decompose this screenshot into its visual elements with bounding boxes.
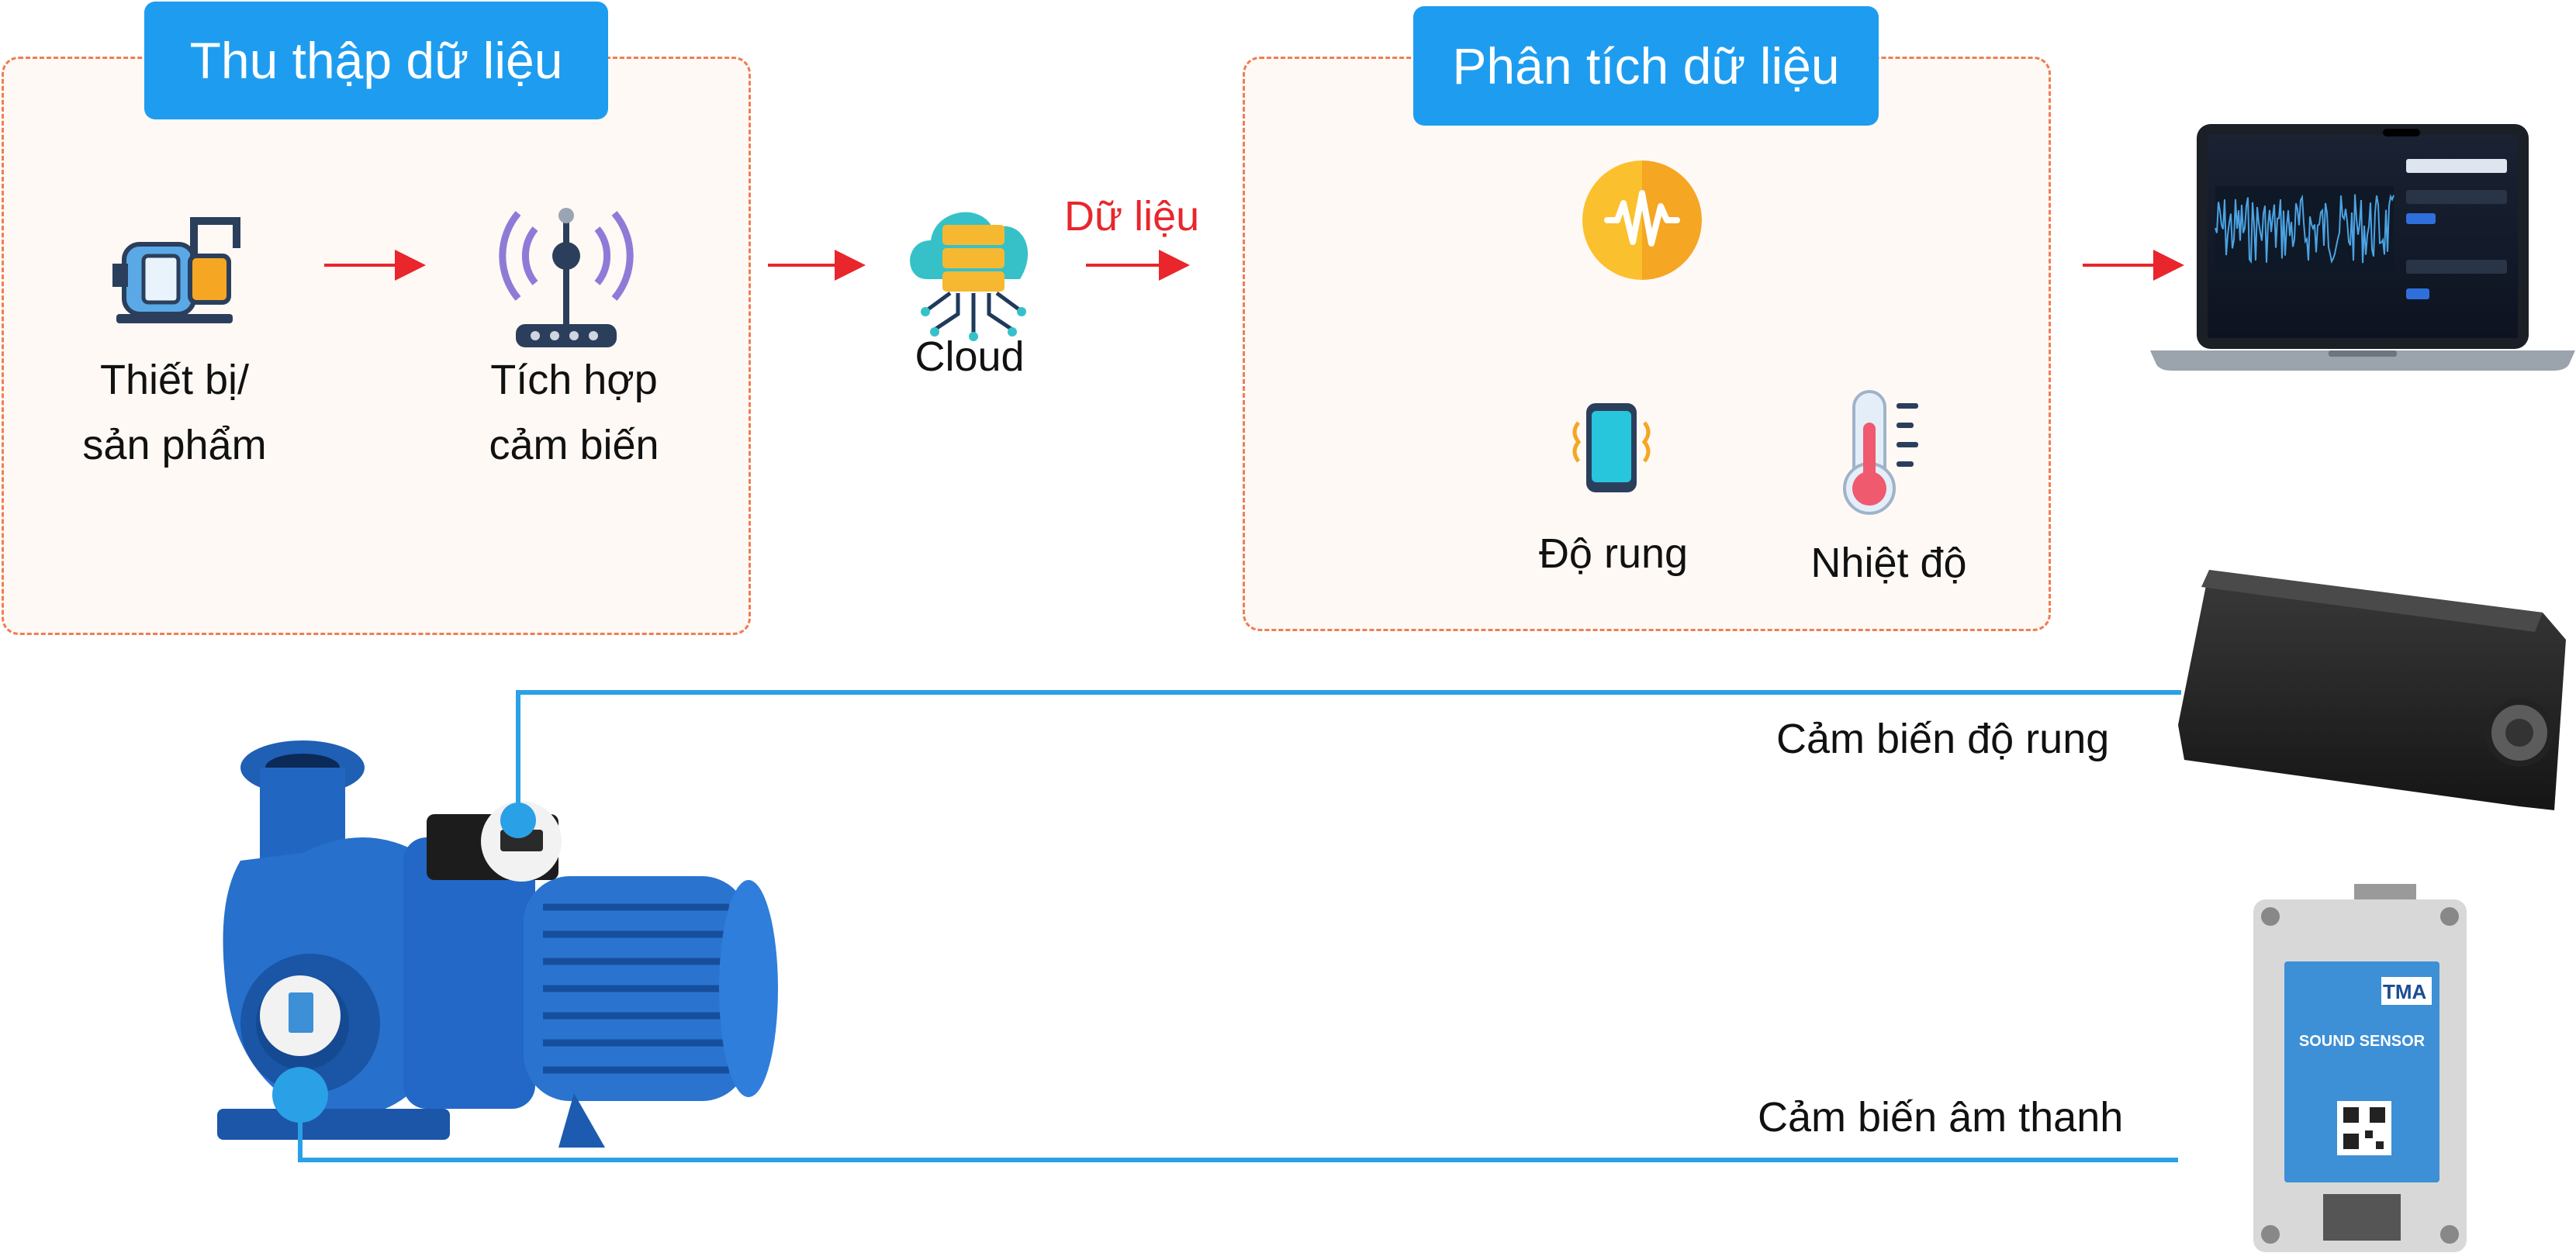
sound-wave-icon — [1582, 161, 1702, 280]
vibration-sensor-box — [2178, 570, 2566, 810]
sound-connector-dot — [272, 1067, 328, 1123]
data-flow-label: Dữ liệu — [1064, 193, 1200, 240]
sound-sensor-device-label: SOUND SENSOR — [2298, 1033, 2426, 1050]
sound-sensor-brand: TMA — [2383, 980, 2427, 1003]
sound-sensor-box — [2253, 884, 2467, 1252]
device-label: Thiết bị/ sản phẩm — [47, 347, 303, 478]
device-label-line1: Thiết bị/ — [99, 357, 250, 403]
cloud-label: Cloud — [915, 333, 1025, 380]
laptop-chart-waveform — [2215, 186, 2394, 271]
pump-icon — [112, 217, 240, 323]
analysis-panel — [1243, 57, 2051, 631]
sensor-integration-line2: cảm biến — [489, 422, 659, 468]
collection-title: Thu thập dữ liệu — [144, 2, 608, 119]
vibration-sensor-label: Cảm biến độ rung — [1776, 716, 2110, 762]
laptop-dashboard — [2150, 124, 2575, 371]
antenna-icon — [499, 208, 634, 347]
analysis-title: Phân tích dữ liệu — [1413, 6, 1879, 126]
thermometer-icon — [1843, 390, 1918, 515]
vibrating-phone-icon — [1572, 403, 1651, 492]
water-pump — [217, 740, 778, 1148]
sensor-integration-label: Tích hợp cảm biến — [450, 347, 698, 478]
temperature-metric-label: Nhiệt độ — [1810, 540, 1967, 586]
cloud-server-icon — [910, 212, 1029, 341]
vibration-metric-label: Độ rung — [1538, 530, 1689, 577]
vibration-connector-dot — [500, 803, 536, 838]
collection-panel — [2, 57, 751, 635]
device-label-line2: sản phẩm — [82, 422, 267, 468]
vibration-connector-line — [516, 690, 2181, 820]
sound-sensor-label: Cảm biến âm thanh — [1758, 1094, 2124, 1141]
sensor-integration-line1: Tích hợp — [490, 357, 658, 403]
